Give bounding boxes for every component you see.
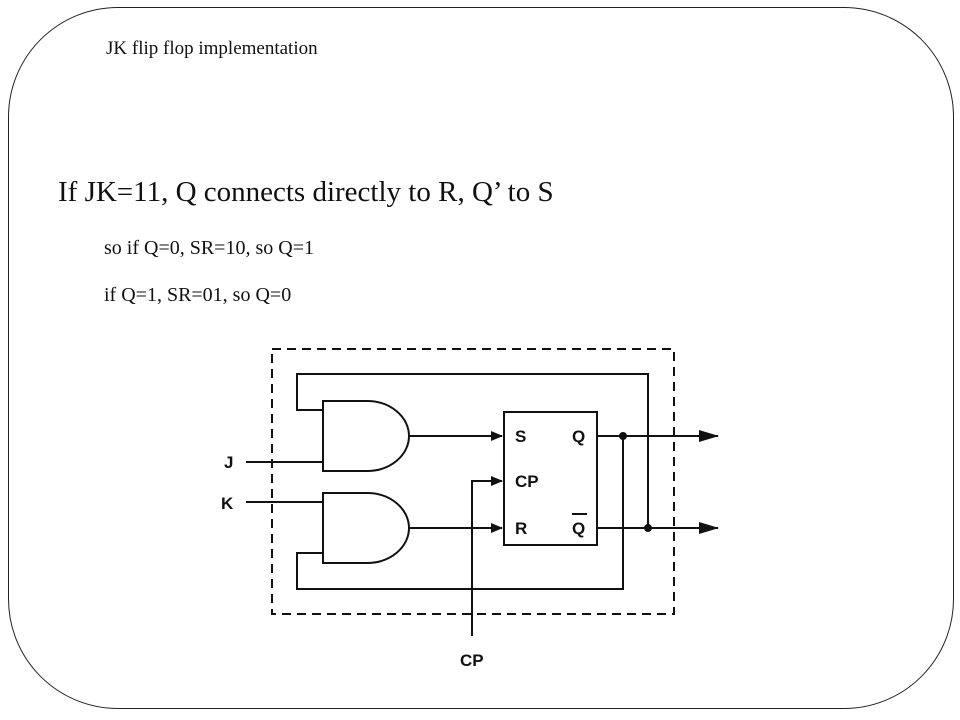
k-label: K <box>221 494 234 513</box>
dashed-enclosure <box>271 348 675 615</box>
feedback-q-to-bottom-gate <box>296 436 624 590</box>
cp-label-box: CP <box>515 472 539 491</box>
sr-flipflop-box <box>503 411 598 546</box>
slide-frame <box>8 7 954 709</box>
and-gate-bottom <box>322 492 410 564</box>
clock-wire <box>471 476 503 636</box>
s-label: S <box>515 427 526 446</box>
bullet-1: so if Q=0, SR=10, so Q=1 <box>104 237 314 259</box>
r-label: R <box>515 519 527 538</box>
heading: If JK=11, Q connects directly to R, Q’ t… <box>58 176 554 208</box>
qbar-label: Q <box>572 519 585 538</box>
cp-label-bottom: CP <box>460 651 484 670</box>
q-label: Q <box>572 427 585 446</box>
and-gate-top <box>322 400 410 472</box>
slide-title: JK flip flop implementation <box>106 38 318 59</box>
j-label: J <box>224 453 233 472</box>
bullet-2: if Q=1, SR=01, so Q=0 <box>104 284 292 306</box>
feedback-qbar-to-top-gate <box>296 373 649 528</box>
